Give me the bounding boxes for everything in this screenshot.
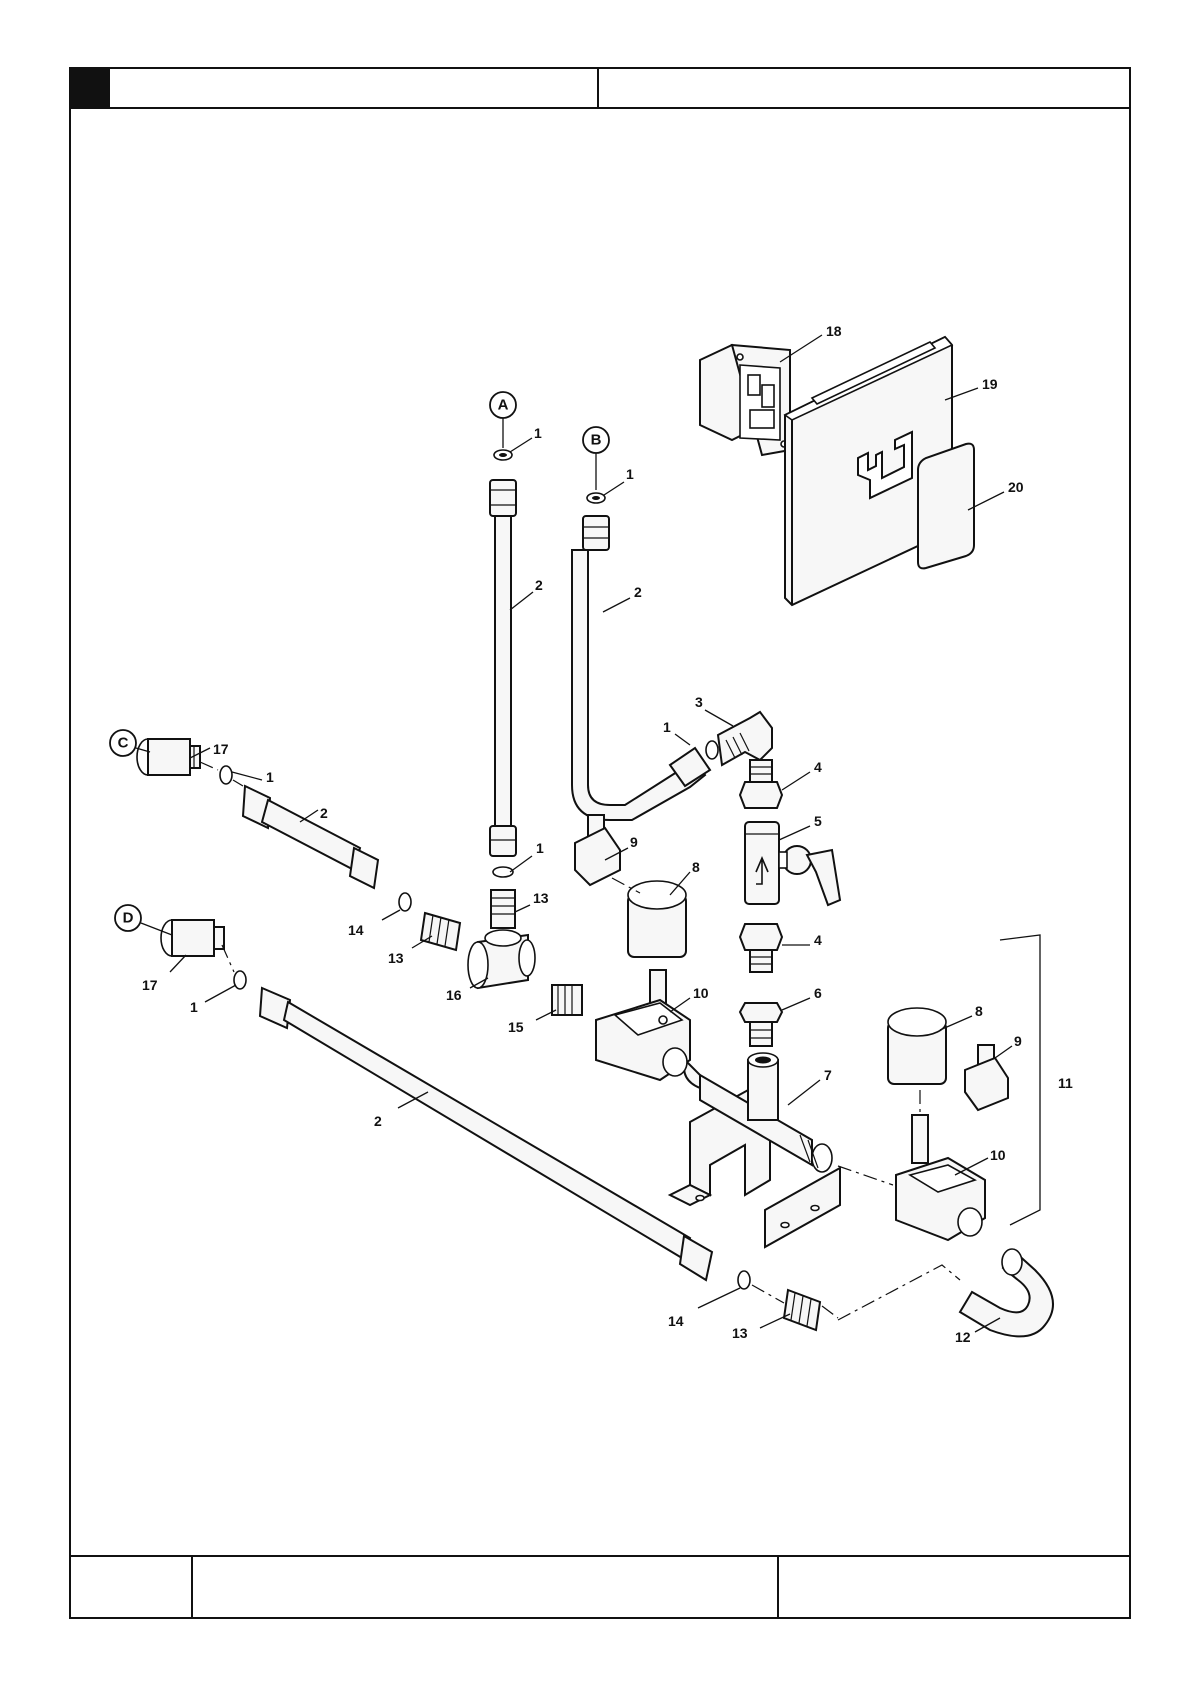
hose-c-assembly	[137, 739, 460, 950]
label-4-lower: 4	[814, 932, 822, 948]
item-18-connector-socket	[700, 345, 790, 455]
label-1-b: 1	[626, 466, 634, 482]
item-15-nipple	[552, 985, 582, 1015]
label-10-right: 10	[990, 1147, 1006, 1163]
label-19: 19	[982, 376, 998, 392]
label-1-a-lower: 1	[536, 840, 544, 856]
item-16-tee	[468, 930, 535, 988]
item-4-adapter-lower	[740, 924, 782, 972]
label-15: 15	[508, 1019, 524, 1035]
label-1-elbow: 1	[663, 719, 671, 735]
label-4-upper: 4	[814, 759, 822, 775]
label-6: 6	[814, 985, 822, 1001]
item-10-solenoid-valve-left	[596, 970, 690, 1080]
label-7: 7	[824, 1067, 832, 1083]
item-9-plug-left	[575, 815, 620, 885]
item-10-solenoid-valve-right	[896, 1115, 985, 1240]
label-18: 18	[826, 323, 842, 339]
label-2-a: 2	[535, 577, 543, 593]
label-13-d: 13	[732, 1325, 748, 1341]
label-3: 3	[695, 694, 703, 710]
label-2-c: 2	[320, 805, 328, 821]
label-8-right: 8	[975, 1003, 983, 1019]
label-13-a: 13	[533, 890, 549, 906]
label-1-c: 1	[266, 769, 274, 785]
item-7-manifold	[670, 1053, 840, 1247]
label-5: 5	[814, 813, 822, 829]
label-17-d: 17	[142, 977, 158, 993]
label-2-b: 2	[634, 584, 642, 600]
callout-a-text: A	[498, 397, 509, 414]
label-10-left: 10	[693, 985, 709, 1001]
callout-d-text: D	[123, 910, 134, 927]
label-12: 12	[955, 1329, 971, 1345]
callout-a: A	[490, 392, 516, 448]
hose-b-assembly	[572, 493, 718, 820]
label-9-left: 9	[630, 834, 638, 850]
label-9-right: 9	[1014, 1033, 1022, 1049]
label-13-c: 13	[388, 950, 404, 966]
hose-a-assembly	[490, 450, 516, 928]
item-12-u-bend	[960, 1249, 1053, 1336]
item-4-adapter-upper	[740, 760, 782, 808]
item-3-elbow	[718, 712, 772, 765]
callout-c-text: C	[118, 735, 129, 752]
label-14-d: 14	[668, 1313, 684, 1329]
item-8-coil-left	[628, 881, 686, 957]
item-20-label	[918, 444, 974, 569]
label-1-a: 1	[534, 425, 542, 441]
item-6-reducer	[740, 1003, 782, 1046]
label-14-c: 14	[348, 922, 364, 938]
callout-b: B	[583, 427, 609, 490]
header-black-block	[70, 68, 110, 108]
label-11: 11	[1058, 1075, 1073, 1091]
item-9-plug-right	[965, 1045, 1008, 1110]
label-16: 16	[446, 987, 462, 1003]
label-2-d: 2	[374, 1113, 382, 1129]
label-1-d: 1	[190, 999, 198, 1015]
callout-b-text: B	[591, 432, 602, 449]
label-8-left: 8	[692, 859, 700, 875]
label-20: 20	[1008, 479, 1024, 495]
label-17-c: 17	[213, 741, 229, 757]
item-8-coil-right	[888, 1008, 946, 1084]
